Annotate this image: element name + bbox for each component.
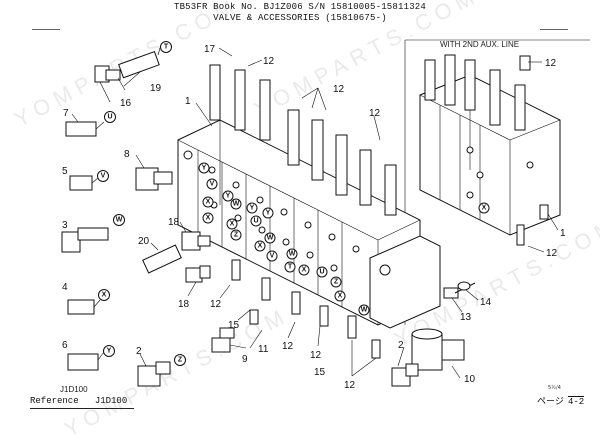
callout-12: 12 [546, 248, 558, 259]
header-title: VALVE & ACCESSORIES (15810675-) [213, 13, 387, 23]
callout-7: 7 [63, 108, 69, 119]
page-sub-label: 5½/4 [548, 385, 561, 391]
callout-12: 12 [282, 341, 294, 352]
callout-10: 10 [464, 374, 476, 385]
callout-9: 9 [242, 354, 248, 365]
callout-19: 19 [150, 83, 162, 94]
port-letter-x: X [258, 243, 263, 250]
diagram-header: TB53FR Book No. BJ1Z006 S/N 15810005-158… [0, 2, 600, 24]
aux-line-label: WITH 2ND AUX. LINE [440, 40, 520, 49]
callout-12: 12 [344, 380, 356, 391]
callout-12: 12 [333, 84, 345, 95]
port-letter-x: X [482, 205, 487, 212]
callout-18: 18 [168, 217, 180, 228]
part-7-fitting [65, 121, 105, 137]
part-20-fitting [142, 244, 182, 274]
part-2-elbow-left [137, 361, 171, 387]
callout-12: 12 [263, 56, 275, 67]
header-model-line: TB53FR Book No. BJ1Z006 S/N 15810005-158… [173, 2, 427, 12]
callout-17: 17 [204, 44, 216, 55]
port-letter-y: Y [202, 165, 207, 172]
port-letter-x: X [102, 292, 107, 299]
callout-15: 15 [228, 320, 240, 331]
callout-1: 1 [185, 96, 191, 107]
port-letter-u: U [319, 269, 324, 276]
callout-12: 12 [210, 299, 222, 310]
port-letter-z: Z [234, 232, 239, 239]
port-letter-t: T [288, 264, 293, 271]
callout-2: 2 [136, 346, 142, 357]
port-letter-z: Z [178, 357, 183, 364]
part-18-elbow-upper [181, 231, 211, 251]
exploded-view-drawing: 1 1 2 2 3 4 5 6 7 8 9 10 11 12 12 12 12 … [61, 39, 590, 391]
callout-12: 12 [545, 58, 557, 69]
reference-label: Reference [30, 396, 79, 406]
port-letter-x: X [338, 293, 343, 300]
port-letter-t: T [164, 44, 169, 51]
reference-code: J1D100 [94, 396, 128, 406]
part-8-elbow [135, 167, 173, 191]
port-letter-v: V [101, 173, 106, 180]
main-valve-stack [177, 64, 441, 359]
corner-mark-left [32, 29, 60, 30]
port-letter-y: Y [226, 193, 231, 200]
part-16-elbow [94, 65, 126, 91]
aux-valve-stack [419, 54, 561, 246]
port-letter-w: W [233, 201, 240, 208]
callout-12: 12 [310, 350, 322, 361]
leader-lines [71, 47, 559, 379]
drawing-code: J1D100 [60, 385, 88, 394]
callout-18: 18 [178, 299, 190, 310]
part-9-elbow [211, 337, 231, 353]
callout-5: 5 [62, 166, 68, 177]
port-letter-u: U [253, 218, 258, 225]
port-letter-z: Z [334, 279, 339, 286]
port-letter-w: W [361, 307, 368, 314]
part-3-elbow [61, 227, 109, 253]
callout-15: 15 [314, 367, 326, 378]
corner-mark-right [540, 29, 568, 30]
page-label: ページ [537, 397, 564, 407]
part-2-elbow-right [391, 363, 419, 387]
callout-16: 16 [120, 98, 132, 109]
part-6-fitting [67, 351, 105, 371]
reference-line: Reference J1D100 [30, 396, 127, 406]
part-4-fitting [67, 299, 101, 315]
part-10-tee [411, 328, 465, 371]
callout-8: 8 [124, 149, 130, 160]
callout-6: 6 [62, 340, 68, 351]
page-number: 4-2 [568, 396, 585, 407]
callout-3: 3 [62, 220, 68, 231]
port-letter-x: X [206, 215, 211, 222]
aux-inset [404, 39, 590, 325]
callout-numbers: 1 1 2 2 3 4 5 6 7 8 9 10 11 12 12 12 12 … [62, 44, 566, 391]
port-letter-v: V [210, 181, 215, 188]
callout-11: 11 [258, 344, 269, 355]
port-letter-y: Y [250, 205, 255, 212]
port-letter-w: W [267, 235, 274, 242]
port-letter-x: X [302, 267, 307, 274]
port-letter-u: U [107, 114, 112, 121]
callout-20: 20 [138, 236, 150, 247]
port-letter-w: W [116, 217, 123, 224]
part-14-washer [457, 281, 471, 291]
callout-12: 12 [369, 108, 381, 119]
callout-2: 2 [398, 340, 404, 351]
callout-4: 4 [62, 282, 68, 293]
callout-13: 13 [460, 312, 472, 323]
port-letter-y: Y [107, 348, 112, 355]
callout-14: 14 [480, 297, 492, 308]
part-19-fitting [118, 47, 161, 79]
port-letter-w: W [289, 251, 296, 258]
part-5-fitting [69, 175, 99, 191]
port-letter-x: X [230, 221, 235, 228]
port-letter-markers: T U V W X Y Z Y V X X Y W X Z Y U Y X W … [97, 41, 490, 366]
part-18-elbow-lower [185, 265, 211, 283]
port-letter-y: Y [266, 210, 271, 217]
port-letter-v: V [270, 253, 275, 260]
port-letter-x: X [206, 199, 211, 206]
callout-1: 1 [560, 228, 566, 239]
footer-rule [30, 408, 134, 409]
